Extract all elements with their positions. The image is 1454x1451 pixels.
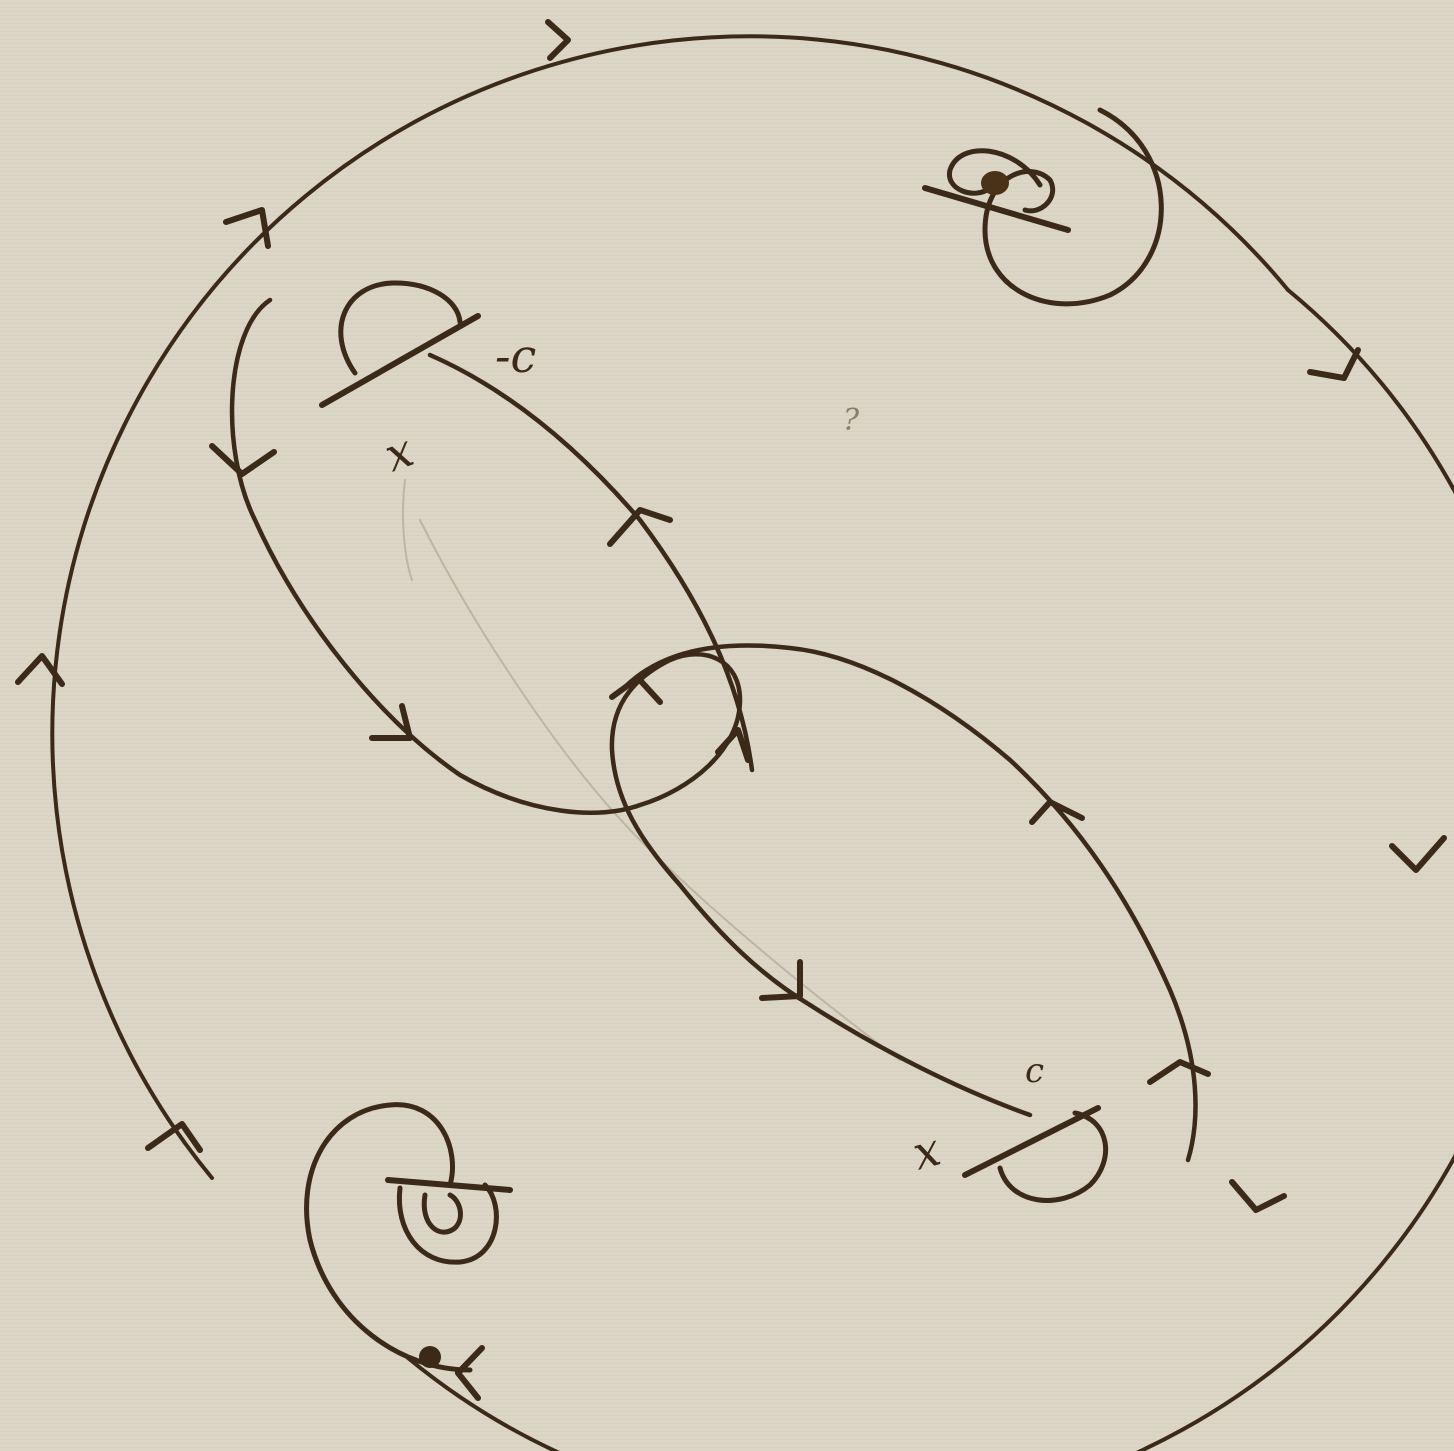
spiral-focus-top-right — [925, 110, 1161, 304]
label-stray-mark: ? — [843, 403, 860, 438]
label-lower-x: x — [907, 1122, 946, 1181]
arrowhead-upper-right-rim — [1310, 350, 1358, 378]
boundary-circle — [52, 36, 1454, 1451]
arrowhead-upper-left-rim — [226, 210, 268, 246]
label-upper-x: x — [377, 423, 420, 483]
arrowhead-right-loop-low — [1150, 1062, 1208, 1082]
arrowhead-loop-center — [612, 678, 660, 702]
arrowhead-top — [548, 22, 568, 58]
lower-equilibrium — [965, 1108, 1106, 1200]
upper-equilibrium — [322, 283, 478, 405]
loop-upper-right-edge — [430, 355, 752, 770]
handwritten-labels: x -c x c ? — [377, 329, 1044, 1181]
arrowhead-lower-left-rim — [148, 1124, 200, 1150]
arrowhead-right-loop — [1032, 802, 1082, 822]
label-upper-value: -c — [495, 329, 536, 383]
loop-lower-outer — [622, 645, 1195, 1160]
boundary-arc-right — [408, 290, 1454, 1451]
spiral-focus-bottom-left — [307, 1105, 510, 1370]
loop-lower-right — [810, 1005, 1030, 1115]
faint-pencil-traces — [403, 480, 900, 1060]
arrowhead-bottom — [458, 1348, 482, 1398]
arrowhead-upper-diagonal — [610, 510, 670, 544]
boundary-arc-main — [52, 36, 1288, 1178]
arrowhead-loop-left-bottom — [372, 706, 410, 738]
arrowhead-lower-right-rim — [1232, 1182, 1284, 1210]
label-lower-value: c — [1025, 1051, 1044, 1091]
arrowhead-right-rim — [1392, 838, 1444, 870]
separatrix-loops — [232, 300, 1195, 1160]
arrowhead-loop-left — [212, 446, 274, 474]
